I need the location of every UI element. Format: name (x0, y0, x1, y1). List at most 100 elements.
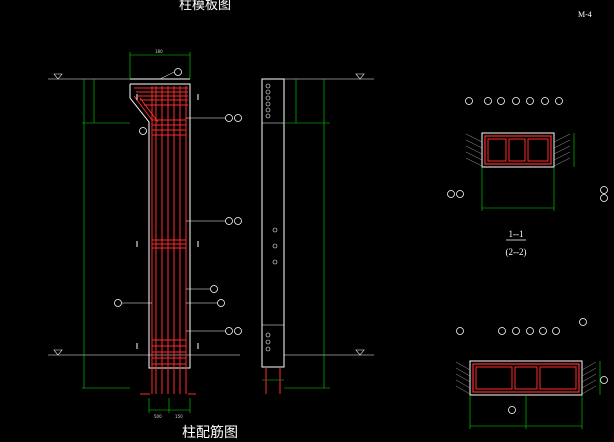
stirrup-inner-mid (514, 366, 538, 390)
rebar-dot (265, 339, 271, 345)
column-reinforcement-title: 柱配筋图 (182, 424, 238, 441)
hatch (465, 145, 483, 155)
sheet-number: M-4 (578, 10, 592, 19)
callout-bubble (526, 97, 534, 105)
callout-bubble (512, 327, 520, 335)
section-2-2 (455, 318, 608, 429)
hatch (465, 157, 483, 167)
hatch (553, 157, 571, 167)
callout-bubble (600, 376, 608, 384)
dimension-lines (82, 52, 191, 413)
hatch (465, 151, 483, 161)
hatch (455, 385, 471, 395)
section-outline (469, 360, 583, 396)
hatch (553, 145, 571, 155)
level-marker (355, 349, 365, 356)
callout-bubble (539, 327, 547, 335)
hatch (455, 367, 471, 377)
rebar-dot (265, 332, 271, 338)
callout-bubble (579, 318, 587, 326)
callout-bubble (600, 186, 608, 194)
section-hatch-right (581, 361, 597, 395)
callout-bubble (139, 127, 147, 135)
side-bottom-rebar (265, 367, 281, 394)
callout-bubble (498, 327, 506, 335)
section-2-title: (2--2) (506, 247, 527, 257)
dim-tick: 500 (154, 414, 162, 419)
hatch (581, 379, 597, 389)
rebar-dot (265, 113, 271, 119)
hatch (581, 373, 597, 383)
column-outline (129, 83, 191, 369)
callout-bubble (234, 114, 242, 122)
level-marker-top (53, 73, 63, 80)
rebar-dot (272, 243, 278, 249)
side-dimensions (262, 79, 330, 389)
hatch (455, 361, 471, 371)
callout-bubble (600, 194, 608, 202)
column-elevation-title: 柱模板图 (179, 0, 231, 12)
dim-tick: 150 (175, 414, 183, 419)
callout-bubble (234, 327, 242, 335)
section-cut-marks (136, 94, 199, 349)
rebar-dot (272, 227, 278, 233)
stirrup-outer (484, 135, 552, 165)
hatch (581, 385, 597, 395)
section-hatch-right (553, 133, 571, 167)
stirrup-zone-base (152, 339, 186, 365)
section-1-1 (447, 97, 608, 211)
rebar-dot (265, 95, 271, 101)
stirrup-inner-right (527, 138, 549, 162)
callout-bubble (456, 190, 464, 198)
callout-bubble (456, 327, 464, 335)
callout-bubble (552, 327, 560, 335)
stirrup-inner-mid (508, 138, 526, 162)
hatch (465, 139, 483, 149)
section-outline (481, 132, 555, 168)
callout-bubble (508, 406, 516, 414)
column-side-elevation (261, 73, 374, 394)
leader (159, 71, 175, 80)
rebar-dot (265, 89, 271, 95)
column-callouts (114, 68, 242, 335)
callout-bubble (484, 97, 492, 105)
rebar-dot (265, 101, 271, 107)
callout-bubble (541, 97, 549, 105)
stirrup-inner-right (539, 366, 577, 390)
callout-bubble (497, 97, 505, 105)
hatch (455, 379, 471, 389)
hatch (553, 151, 571, 161)
stirrup-outer (472, 363, 580, 393)
callout-bubble (465, 97, 473, 105)
hatch (553, 133, 571, 143)
callout-bubble (526, 327, 534, 335)
rebar-dot (265, 107, 271, 113)
corbel-rebars (133, 87, 188, 136)
section-1-dimensions (481, 133, 575, 211)
section-hatch-left (465, 133, 483, 167)
section-2-dimensions (469, 361, 601, 429)
callout-bubble (512, 97, 520, 105)
callout-bubble (447, 190, 455, 198)
level-marker (355, 73, 365, 80)
stirrup-inner-left (487, 138, 507, 162)
hatch (581, 361, 597, 371)
dim-tick: 180 (155, 49, 163, 54)
rebar-dot (272, 259, 278, 265)
section-hatch-left (455, 361, 471, 395)
column-elevation: 180 500 150 (48, 49, 242, 419)
stirrup-inner-left (475, 366, 513, 390)
callout-bubble (114, 299, 122, 307)
callout-bubble (225, 114, 233, 122)
callout-bubble (217, 299, 225, 307)
callout-bubble (225, 217, 233, 225)
hatch (553, 139, 571, 149)
level-marker-base (53, 349, 63, 356)
rebar-dot (265, 83, 271, 89)
hatch (581, 367, 597, 377)
side-outline (261, 78, 285, 368)
section-1-title: 1--1 (509, 229, 524, 239)
callout-bubble (210, 285, 218, 293)
side-rebar-dots (265, 83, 278, 352)
